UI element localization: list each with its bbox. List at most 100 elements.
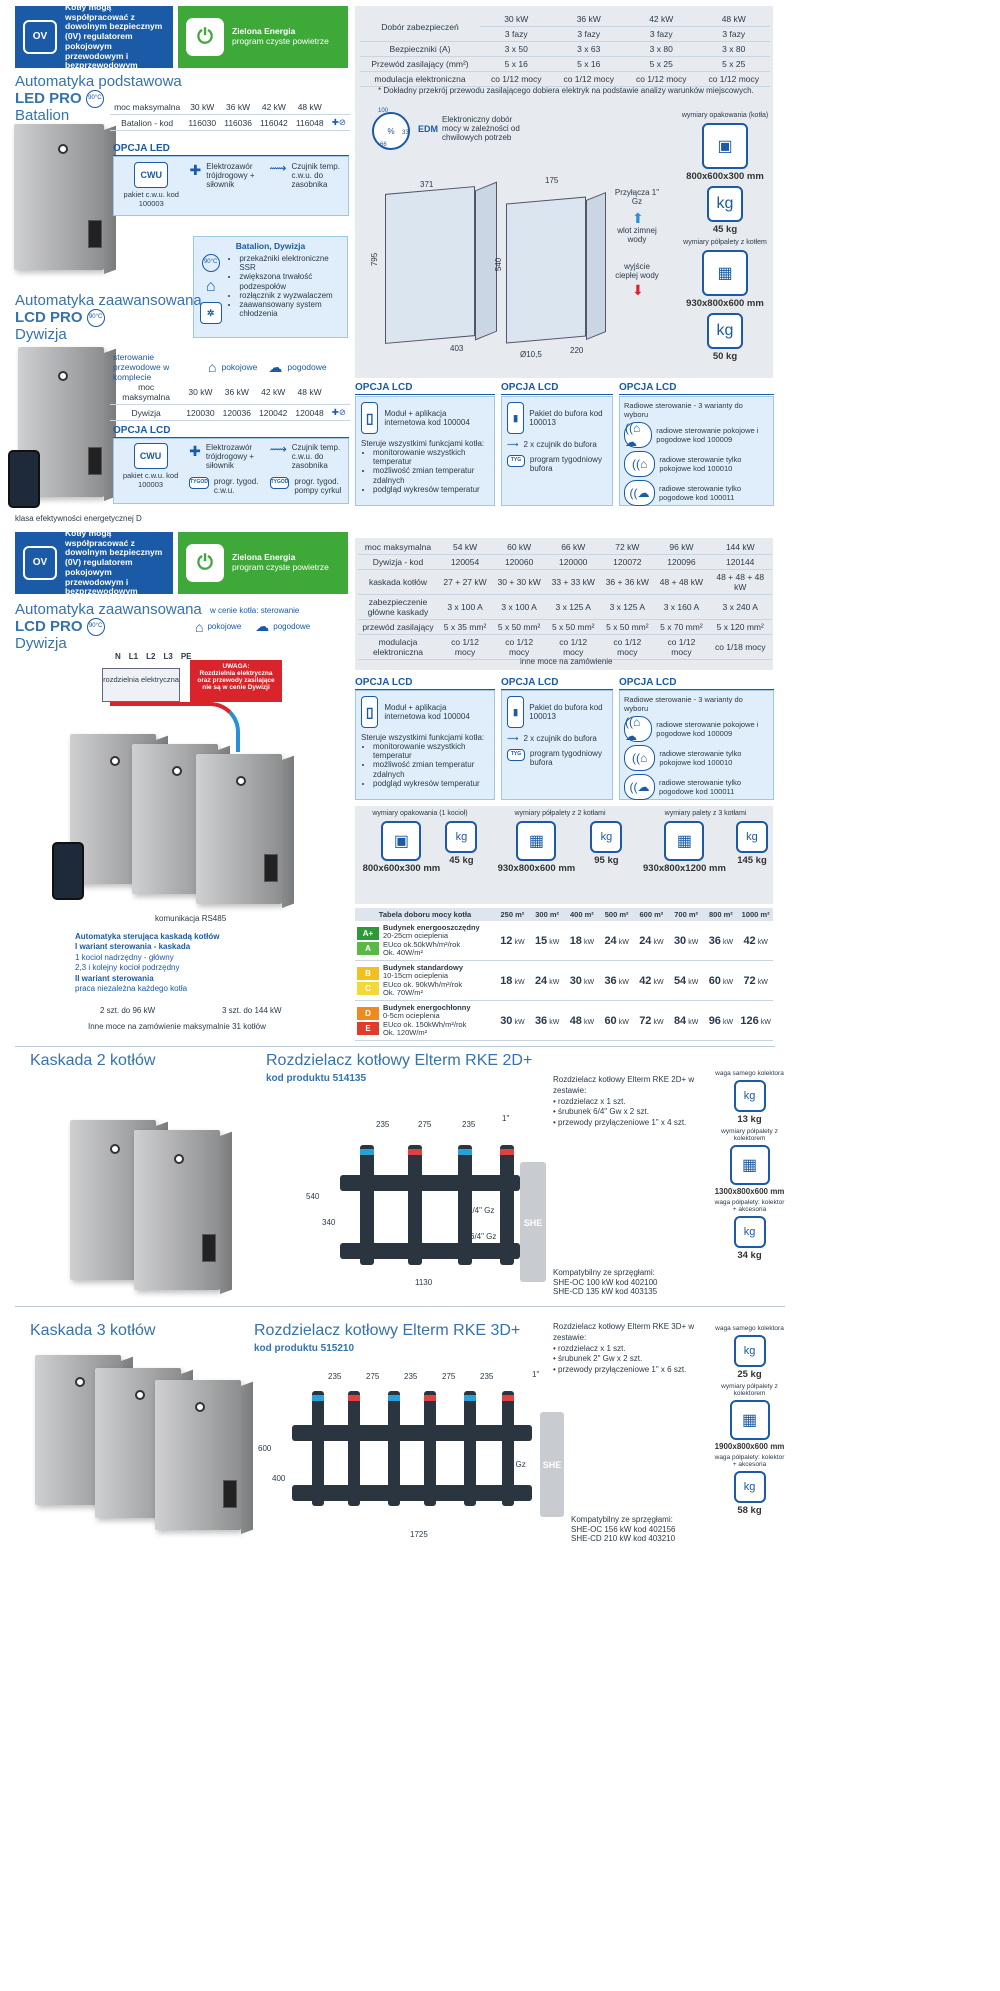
power-unit: kW — [514, 938, 525, 946]
pallet-icon: ▦ — [729, 1145, 770, 1185]
lcd-a-item: możliwość zmian temperatur zdalnych — [373, 466, 489, 484]
k2-dim: 6/4" Gz — [468, 1206, 495, 1215]
power-value-num: 126 — [740, 1014, 759, 1027]
s2-col: 48 kW — [291, 380, 328, 405]
s2-row2-label: Dywizja — [110, 404, 183, 421]
legend-in: wlot zimnej wody — [617, 226, 657, 244]
weight-icon: kg — [707, 186, 743, 222]
dim-h2: 540 — [494, 257, 504, 272]
k3-dim: 235 — [328, 1372, 342, 1381]
k3-dim: 1725 — [410, 1530, 428, 1539]
building-desc: Ok. 70W/m² — [383, 987, 424, 997]
pkgrow-title: wymiary opakowania (1 kocioł) — [372, 810, 468, 817]
bd-item: zaawansowany system chłodzenia — [239, 300, 343, 318]
lcd-c-title: Radiowe sterowanie - 3 warianty do wybor… — [624, 695, 743, 713]
casc-label: zabezpieczenie główne kaskady — [358, 594, 438, 620]
casc-val: 120072 — [600, 554, 655, 570]
lcd-b-prog: program tygodniowy bufora — [529, 455, 602, 474]
pal-weight: 50 kg — [712, 351, 738, 362]
lcd-a-item: możliwość zmian temperatur zdalnych — [373, 760, 489, 778]
s1-col: 42 kW — [256, 100, 292, 115]
phone-app-image — [52, 842, 84, 900]
building-desc: EUco ok. 90kWh/m²/rok — [383, 979, 463, 989]
prot-val: 5 x 25 — [697, 56, 770, 72]
phase-label: L3 — [163, 652, 173, 661]
building-desc: Budynek energooszczędny — [383, 923, 480, 932]
cable-lines — [110, 702, 240, 752]
radio-weather-icon: ((☁ — [624, 774, 655, 800]
power-value-num: 18 — [500, 974, 513, 987]
casc-val: 66 kW — [546, 540, 601, 555]
pkgrow-size: 800x600x300 mm — [362, 863, 441, 874]
s2-title-1: Automatyka zaawansowana — [15, 292, 202, 309]
edm-pct: % — [387, 126, 395, 136]
prot-val: 5 x 25 — [625, 56, 698, 72]
lcd-c-item: radiowe sterowanie tylko pogodowe kod 10… — [658, 484, 742, 502]
pallet-icon: ▦ — [702, 250, 748, 296]
prot-val: 5 x 16 — [552, 56, 625, 72]
power-unit: kW — [549, 1018, 560, 1026]
prog-icon: TYG — [507, 749, 525, 762]
s2-code: 120042 — [255, 404, 292, 421]
weight-icon: kg — [445, 821, 478, 853]
casc-val: co 1/12 mocy — [438, 634, 493, 660]
s2-opt-pump: progr. tygod. pompy cyrkul — [294, 476, 342, 495]
casc-val: 120144 — [708, 554, 772, 570]
tools-icon: ✚⊘ — [327, 114, 350, 131]
k2-pk-title: waga półpalety: kolektor + akcesoria — [714, 1199, 785, 1213]
pkgrow-weight: 145 kg — [737, 855, 767, 866]
s3-controls: ⌂pokojowe ☁pogodowe — [195, 618, 310, 635]
green-sub: program czyste powietrze — [232, 562, 329, 572]
s3-foot: Inne moce na zamówienie maksymalnie 31 k… — [88, 1022, 266, 1031]
phase-label: L2 — [146, 652, 156, 661]
k2-compat-line: Kompatybilny ze sprzęgłami: — [553, 1268, 655, 1277]
k2-compat-line: SHE-CD 135 kW kod 403135 — [553, 1287, 658, 1297]
prot-phase: 3 fazy — [480, 26, 553, 42]
k3-dim: 2" Gz — [506, 1460, 526, 1469]
pkg-size: 800x600x300 mm — [686, 171, 764, 182]
casc-label: moc maksymalna — [358, 540, 438, 555]
weight-icon: kg — [590, 821, 623, 853]
k3-compat-line: SHE-CD 210 kW kod 403210 — [571, 1534, 676, 1544]
power-value-num: 96 — [708, 1014, 721, 1027]
casc-val: 3 x 125 A — [546, 594, 601, 620]
prot-val: 5 x 16 — [480, 56, 553, 72]
k2-pk-title: waga samego kolektora — [715, 1070, 784, 1077]
package-icon: ▣ — [381, 821, 422, 861]
tools-icon: ✚⊘ — [327, 404, 350, 421]
lcd-b-pack: Pakiet do bufora kod 100013 — [529, 703, 603, 721]
k2-dim: 275 — [418, 1120, 432, 1129]
ov-icon: OV — [23, 20, 57, 54]
thermometer-icon: 90°C — [86, 308, 105, 327]
phase-label: L1 — [128, 652, 139, 661]
prot-val: co 1/12 mocy — [625, 71, 698, 87]
power-value-num: 30 — [673, 934, 687, 947]
edm-gauge-icon: % — [372, 112, 410, 150]
s2-col: 36 kW — [218, 380, 255, 405]
s3-cascade-text: w cenie kotła: sterowanie — [210, 606, 300, 615]
s2-room: pokojowe — [221, 362, 258, 372]
casc-note: inne moce na zamówienie — [520, 657, 613, 666]
lcd-a-item: podgląd wykresów temperatur — [373, 779, 489, 788]
power-title: Tabela doboru mocy kotła — [378, 910, 472, 919]
pkg-title: wymiary opakowania (kotła) — [681, 112, 769, 119]
radio-room-weather-icon: ((⌂☁ — [624, 421, 653, 449]
pkg-column: wymiary opakowania (kotła) ▣800x600x300 … — [680, 112, 770, 362]
s3-title-3: Dywizja — [15, 634, 67, 652]
k2-r-code: kod produktu 514135 — [266, 1073, 367, 1084]
k2-kit: Rozdzielacz kotłowy Elterm RKE 2D+ w zes… — [553, 1075, 713, 1129]
building-desc: Budynek standardowy — [383, 963, 464, 972]
k2-kit-item: śrubunek 6/4" Gw x 2 szt. — [558, 1107, 649, 1117]
building-desc: 10-15cm ocieplenia — [383, 971, 449, 981]
k2-dim: 1130 — [415, 1278, 433, 1287]
casc-val: 33 + 33 kW — [546, 569, 601, 595]
s1-title-2: LED PRO — [15, 89, 82, 107]
power-value-num: 54 — [673, 974, 687, 987]
